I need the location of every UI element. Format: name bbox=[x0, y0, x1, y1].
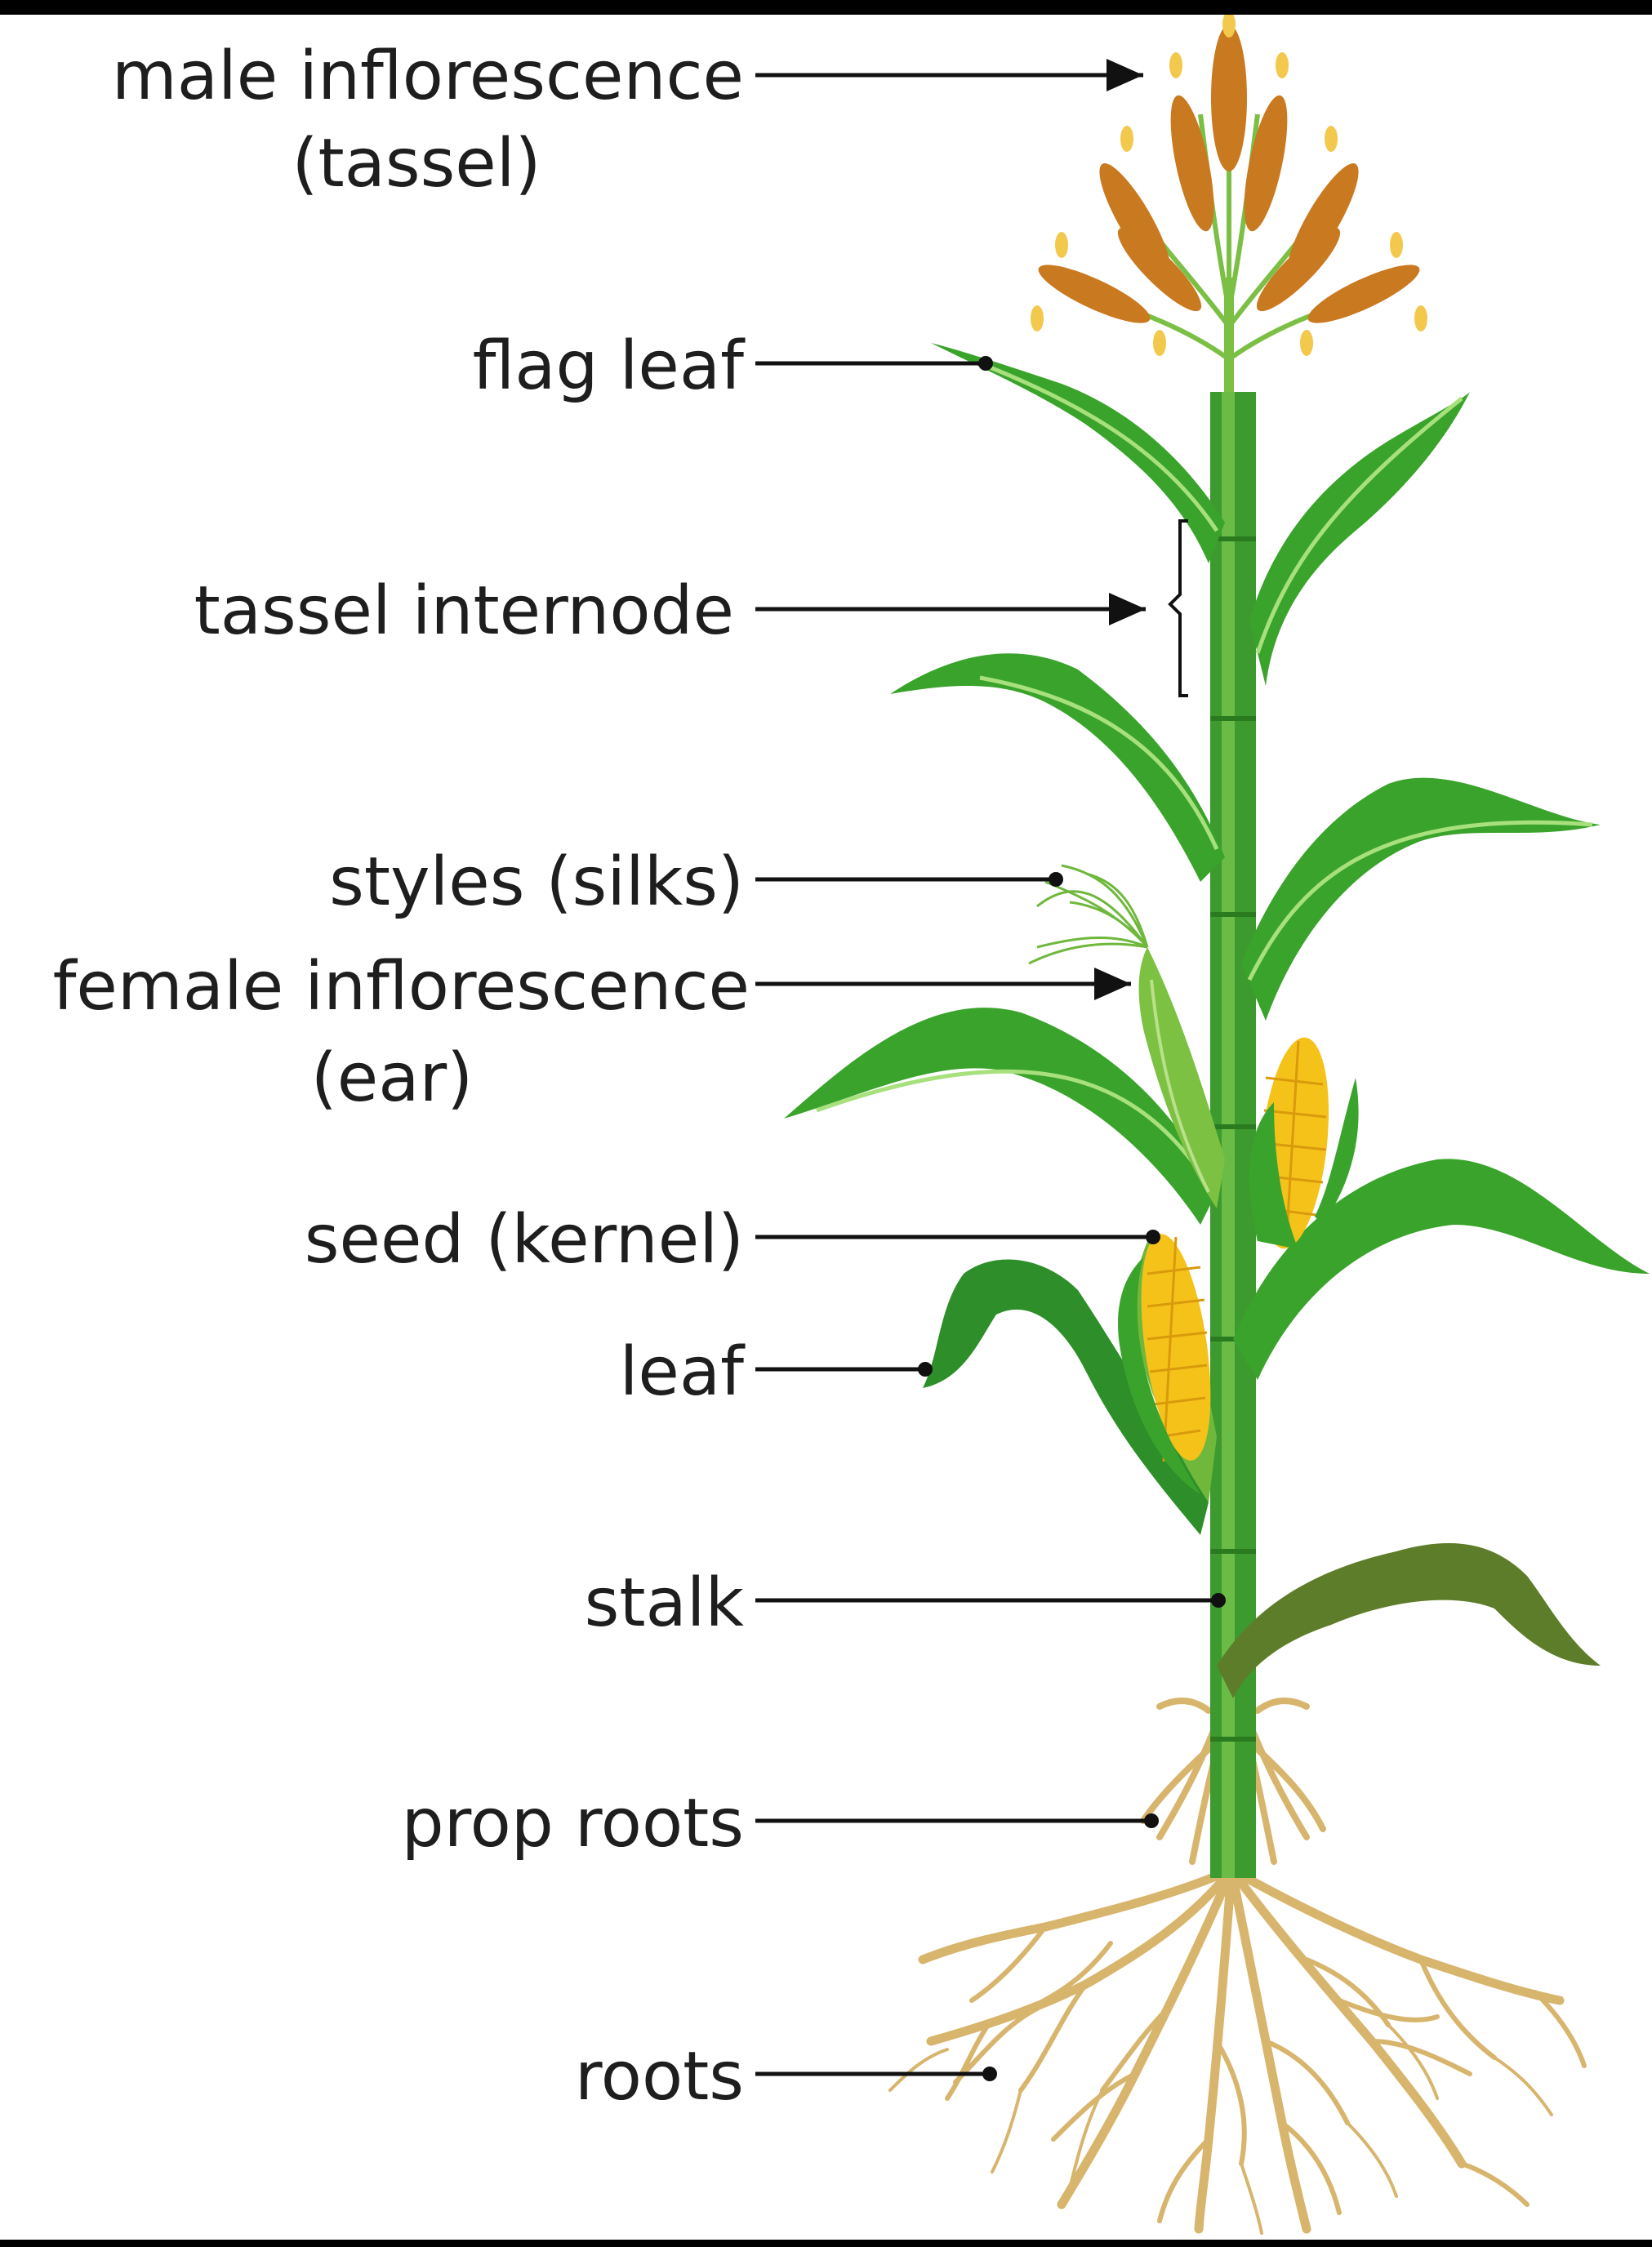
label-roots: roots bbox=[575, 2044, 744, 2111]
leader-lines bbox=[755, 75, 1217, 2074]
label-tassel-internode: tassel internode bbox=[194, 578, 734, 645]
label-seed-kernel: seed (kernel) bbox=[305, 1207, 744, 1274]
lower-ear bbox=[1118, 1230, 1222, 1502]
label-male-inflorescence: male inflorescence bbox=[112, 43, 744, 110]
maize-plant-diagram bbox=[0, 15, 1652, 2240]
label-prop-roots: prop roots bbox=[402, 1791, 744, 1858]
roots-system bbox=[890, 1870, 1584, 2233]
label-styles-silks: styles (silks) bbox=[329, 849, 744, 916]
label-female-inflorescence: female inflorescence bbox=[53, 954, 750, 1021]
diagram-canvas: male inflorescence (tassel) flag leaf ta… bbox=[0, 15, 1652, 2240]
label-tassel: (tassel) bbox=[261, 131, 572, 198]
internode-bracket bbox=[1170, 521, 1188, 696]
label-ear: (ear) bbox=[261, 1045, 523, 1112]
label-leaf: leaf bbox=[620, 1339, 744, 1406]
label-stalk: stalk bbox=[585, 1570, 744, 1637]
label-flag-leaf: flag leaf bbox=[473, 333, 744, 400]
tassel bbox=[1031, 15, 1427, 392]
